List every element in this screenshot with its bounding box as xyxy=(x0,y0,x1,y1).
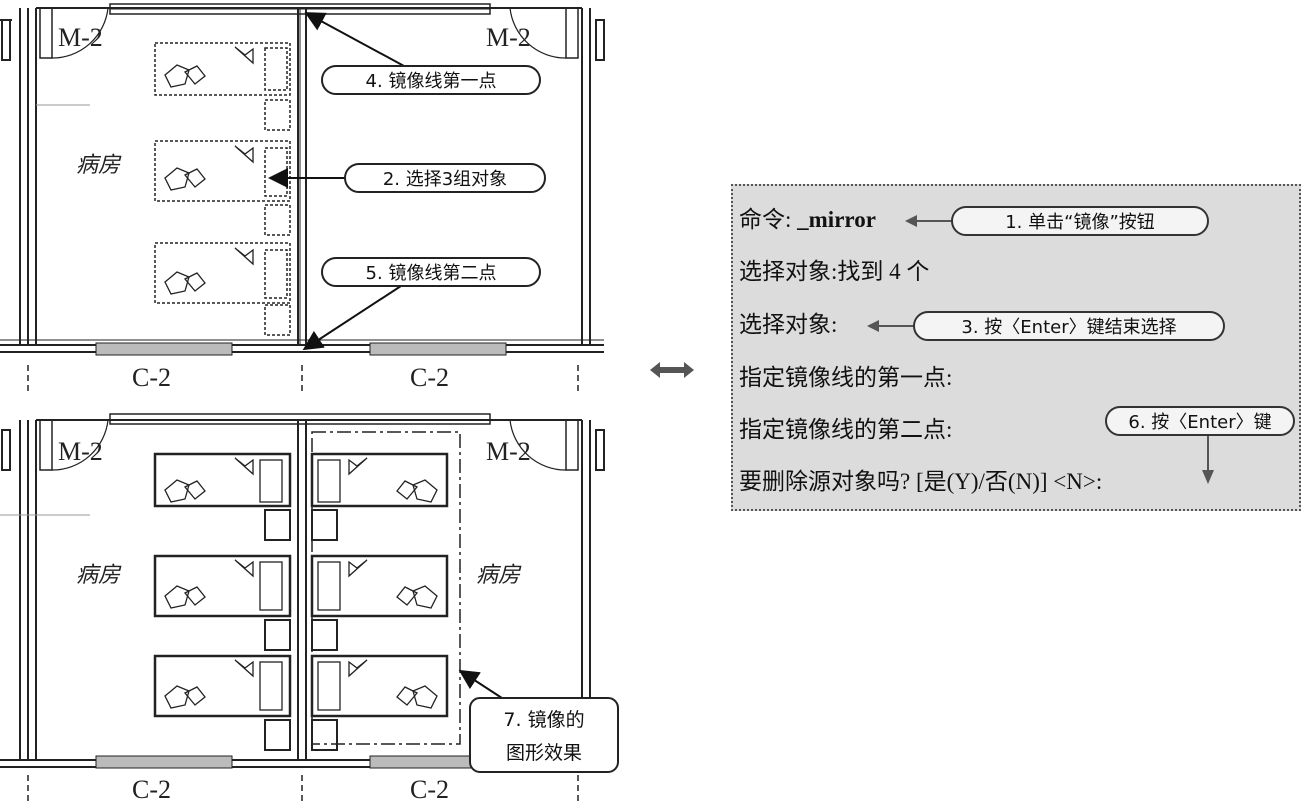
callout-mirror-first-point-text: 4. 镜像线第一点 xyxy=(366,71,497,92)
cmd-line-1: 命令: _mirror xyxy=(739,206,876,234)
callout-mirror-result-line1: 7. 镜像的 xyxy=(503,709,584,731)
callout-press-enter-text: 6. 按〈Enter〉键 xyxy=(1128,412,1272,433)
window-label-bottom-left: C-2 xyxy=(132,775,171,801)
door-label-bottom-right: M-2 xyxy=(486,437,531,466)
cmd-line-3: 选择对象: xyxy=(739,311,837,339)
cmd-prompt-label: 命令: xyxy=(739,207,792,232)
plan-before xyxy=(0,3,605,395)
door-label-bottom-left: M-2 xyxy=(58,437,103,466)
callout-click-mirror-button: 1. 单击“镜像”按钮 xyxy=(951,206,1209,236)
cmd-line-4: 指定镜像线的第一点: xyxy=(739,365,953,390)
callout-mirror-first-point: 4. 镜像线第一点 xyxy=(321,65,541,95)
cmd-line-6: 要删除源对象吗? [是(Y)/否(N)] <N>: xyxy=(739,469,1103,494)
callout-mirror-result: 7. 镜像的 图形效果 xyxy=(469,697,619,773)
arrow-down-icon xyxy=(1202,436,1214,484)
floor-plan-drawing: M-2 M-2 病房 C-2 C-2 4. 镜像线第一点 2. 选择3组对象 5… xyxy=(0,3,619,801)
room-label-bottom-left: 病房 xyxy=(76,563,122,588)
door-label-top-right: M-2 xyxy=(486,23,531,52)
callout-select-objects-text: 2. 选择3组对象 xyxy=(383,169,507,190)
room-label-top: 病房 xyxy=(76,153,122,178)
window-label-top-right: C-2 xyxy=(410,363,449,392)
arrow-left-icon xyxy=(905,215,953,227)
cmd-line-5: 指定镜像线的第二点: xyxy=(739,416,952,444)
callout-press-enter-end-text: 3. 按〈Enter〉键结束选择 xyxy=(961,317,1177,338)
callout-select-objects: 2. 选择3组对象 xyxy=(344,163,546,193)
cmd-select-objects-label: 选择对象: xyxy=(739,312,838,337)
callout-arrow-mirror-result xyxy=(458,669,506,701)
door-label-top-left: M-2 xyxy=(58,23,103,52)
callout-mirror-second-point-text: 5. 镜像线第二点 xyxy=(366,263,497,284)
callout-click-mirror-text: 1. 单击“镜像”按钮 xyxy=(1005,212,1155,233)
room-label-bottom-right: 病房 xyxy=(476,563,522,588)
cmd-second-point-label: 指定镜像线的第二点: xyxy=(739,417,953,442)
cmd-mirror-command: _mirror xyxy=(797,207,876,232)
callout-mirror-result-line2: 图形效果 xyxy=(506,742,582,764)
cmd-line-2: 选择对象:找到 4 个 xyxy=(739,259,930,284)
arrow-left-icon xyxy=(867,320,915,332)
command-line-panel: 命令: _mirror 1. 单击“镜像”按钮 选择对象:找到 4 个 选择对象… xyxy=(731,184,1301,511)
double-arrow-icon xyxy=(650,362,694,378)
callout-mirror-second-point: 5. 镜像线第二点 xyxy=(321,257,541,287)
window-label-bottom-right: C-2 xyxy=(410,775,449,801)
callout-press-enter-end-selection: 3. 按〈Enter〉键结束选择 xyxy=(913,311,1225,341)
window-label-top-left: C-2 xyxy=(132,363,171,392)
callout-arrows-top xyxy=(268,12,405,351)
callout-press-enter: 6. 按〈Enter〉键 xyxy=(1105,406,1295,436)
